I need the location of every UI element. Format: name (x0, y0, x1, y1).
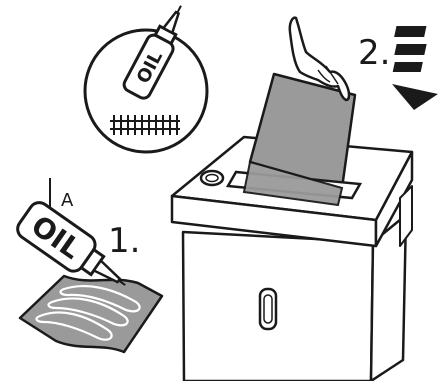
inset-oil-detail: OIL (85, 0, 207, 152)
step-1-label: 1. (108, 221, 140, 261)
insert-direction-arrow-icon (392, 26, 438, 110)
callout-letter-a: A (61, 190, 74, 211)
step-1-oil-sheet: OIL A 1. (14, 178, 162, 352)
power-button[interactable] (201, 171, 223, 185)
step-2-label: 2. (358, 33, 390, 73)
shredder-bin (183, 232, 373, 381)
lid-side-grip (400, 186, 412, 246)
